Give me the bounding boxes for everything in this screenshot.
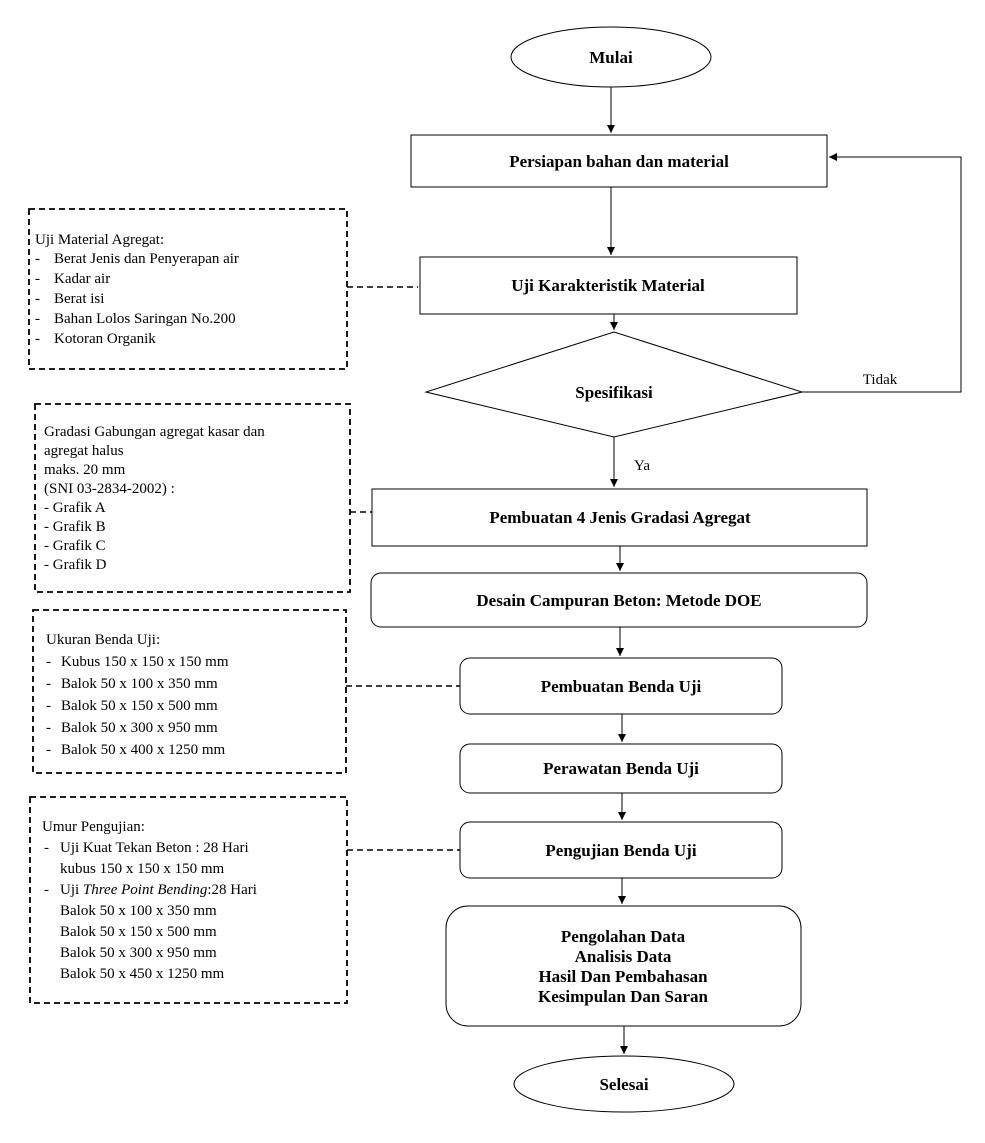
process-pengujian-label: Pengujian Benda Uji (545, 841, 696, 860)
process-pengolahan-line: Hasil Dan Pembahasan (538, 967, 708, 986)
note-material-item: Bahan Lolos Saringan No.200 (54, 311, 236, 327)
note-gradasi: Gradasi Gabungan agregat kasar dan agreg… (34, 403, 351, 593)
decision-label: Spesifikasi (575, 383, 653, 402)
process-desain-label: Desain Campuran Beton: Metode DOE (476, 591, 761, 610)
process-pengolahan-line: Pengolahan Data (561, 927, 686, 946)
svg-text:-: - (46, 742, 51, 758)
note-umur-sub: Balok 50 x 300 x 950 mm (60, 945, 217, 961)
note-umur-item2-prefix: Uji (60, 882, 83, 898)
note-ukuran-item: Balok 50 x 400 x 1250 mm (61, 742, 225, 758)
note-umur-title: Umur Pengujian: (42, 819, 145, 835)
note-material-item: Berat Jenis dan Penyerapan air (54, 251, 239, 267)
svg-text:-: - (35, 311, 40, 327)
process-pengolahan: Pengolahan Data Analisis Data Hasil Dan … (445, 905, 802, 1027)
note-umur: Umur Pengujian: - Uji Kuat Tekan Beton :… (29, 796, 348, 1004)
note-gradasi-line: - Grafik C (44, 538, 106, 554)
note-gradasi-line: agregat halus (44, 443, 124, 459)
svg-text:-: - (35, 271, 40, 287)
label-tidak: Tidak (863, 372, 898, 388)
note-umur-sub: Balok 50 x 100 x 350 mm (60, 903, 217, 919)
process-gradasi-label: Pembuatan 4 Jenis Gradasi Agregat (489, 508, 751, 527)
process-persiapan: Persiapan bahan dan material (410, 134, 828, 188)
process-pembuatan-benda: Pembuatan Benda Uji (459, 657, 783, 715)
note-ukuran-title: Ukuran Benda Uji: (46, 632, 160, 648)
note-umur-item2-suffix: :28 Hari (207, 882, 257, 898)
process-perawatan-label: Perawatan Benda Uji (543, 759, 699, 778)
start-terminal: Mulai (510, 26, 712, 88)
note-gradasi-line: - Grafik B (44, 519, 106, 535)
svg-text:-: - (46, 654, 51, 670)
note-umur-item2-italic: Three Point Bending (83, 882, 208, 898)
note-ukuran-item: Balok 50 x 150 x 500 mm (61, 698, 218, 714)
note-gradasi-line: - Grafik D (44, 557, 107, 573)
note-material-title: Uji Material Agregat: (35, 232, 164, 248)
svg-text:-: - (44, 882, 49, 898)
start-label: Mulai (589, 48, 633, 67)
label-ya: Ya (634, 458, 650, 474)
note-gradasi-line: (SNI 03-2834-2002) : (44, 481, 175, 497)
note-gradasi-line: - Grafik A (44, 500, 106, 516)
note-material-item: Kotoran Organik (54, 331, 156, 347)
note-ukuran-item: Balok 50 x 100 x 350 mm (61, 676, 218, 692)
svg-text:-: - (46, 676, 51, 692)
svg-text:-: - (46, 698, 51, 714)
process-pengolahan-line: Analisis Data (575, 947, 672, 966)
svg-text:-: - (35, 331, 40, 347)
note-ukuran-item: Kubus 150 x 150 x 150 mm (61, 654, 229, 670)
process-uji-karakteristik: Uji Karakteristik Material (419, 256, 798, 315)
note-umur-item: Uji Three Point Bending:28 Hari (60, 882, 257, 898)
note-umur-sub: Balok 50 x 450 x 1250 mm (60, 966, 224, 982)
note-umur-sub: Balok 50 x 150 x 500 mm (60, 924, 217, 940)
note-ukuran: Ukuran Benda Uji: - Kubus 150 x 150 x 15… (32, 609, 347, 774)
svg-text:-: - (35, 251, 40, 267)
process-desain: Desain Campuran Beton: Metode DOE (370, 572, 868, 628)
svg-text:-: - (44, 840, 49, 856)
process-gradasi: Pembuatan 4 Jenis Gradasi Agregat (371, 488, 868, 547)
process-pembuatan-label: Pembuatan Benda Uji (541, 677, 702, 696)
end-terminal: Selesai (513, 1055, 735, 1113)
svg-text:-: - (35, 291, 40, 307)
arrow-tidak (802, 153, 962, 393)
process-pengujian: Pengujian Benda Uji (459, 821, 783, 879)
note-umur-item: Uji Kuat Tekan Beton : 28 Hari (60, 840, 249, 856)
note-gradasi-line: maks. 20 mm (44, 462, 126, 478)
note-material-item: Berat isi (54, 291, 104, 307)
process-persiapan-label: Persiapan bahan dan material (509, 152, 729, 171)
note-gradasi-line: Gradasi Gabungan agregat kasar dan (44, 424, 265, 440)
process-perawatan: Perawatan Benda Uji (459, 743, 783, 794)
note-material-item: Kadar air (54, 271, 110, 287)
note-material: Uji Material Agregat: - Berat Jenis dan … (28, 208, 348, 370)
decision-spesifikasi: Spesifikasi (424, 331, 804, 438)
process-uji-label: Uji Karakteristik Material (511, 276, 705, 295)
svg-text:-: - (46, 720, 51, 736)
end-label: Selesai (599, 1075, 648, 1094)
note-ukuran-item: Balok 50 x 300 x 950 mm (61, 720, 218, 736)
note-umur-sub: kubus 150 x 150 x 150 mm (60, 861, 225, 877)
process-pengolahan-line: Kesimpulan Dan Saran (538, 987, 709, 1006)
